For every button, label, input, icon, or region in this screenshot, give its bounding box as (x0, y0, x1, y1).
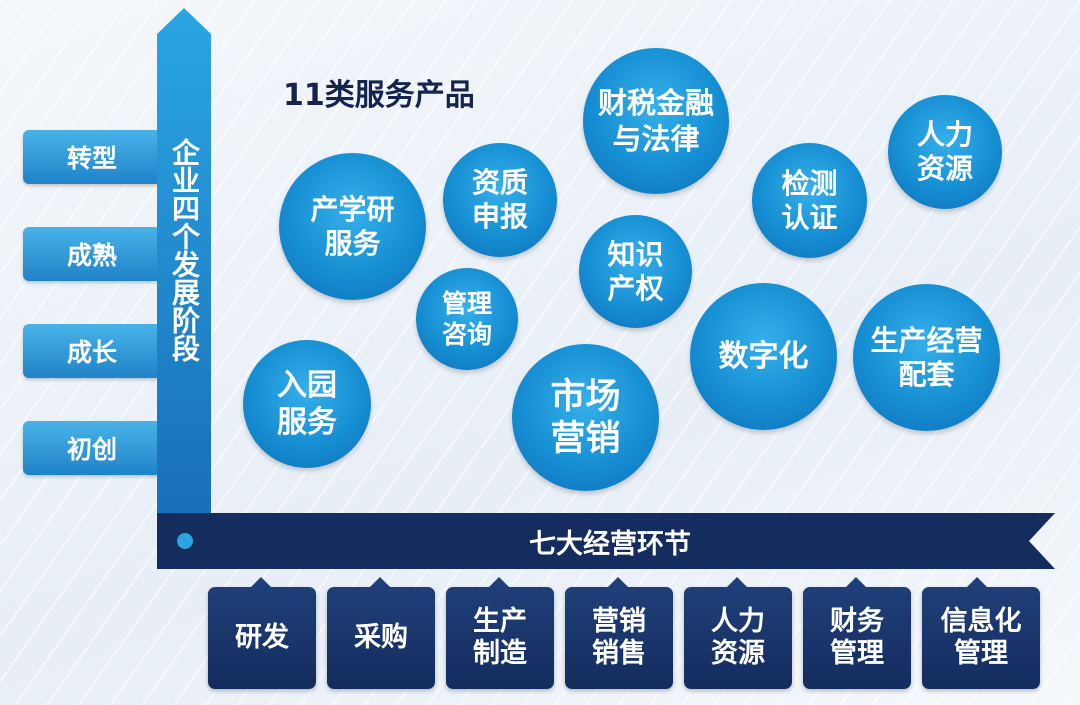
vertical-axis-label: 企业四个发展阶段 (168, 138, 201, 362)
link-notch (488, 577, 510, 588)
stage-maturity[interactable]: 成熟 (23, 227, 161, 281)
axis-dot (177, 533, 193, 549)
link-sales[interactable]: 营销 销售 (565, 587, 673, 689)
link-procurement[interactable]: 采购 (327, 587, 435, 689)
link-manufacturing[interactable]: 生产 制造 (446, 587, 554, 689)
service-digitalization[interactable]: 数字化 (690, 283, 837, 430)
link-rd[interactable]: 研发 (208, 587, 316, 689)
link-it-management[interactable]: 信息化 管理 (922, 587, 1040, 689)
link-notch (607, 577, 629, 588)
stage-startup[interactable]: 初创 (23, 421, 161, 475)
service-industry-research[interactable]: 产学研 服务 (279, 153, 426, 300)
vertical-axis-arrow (157, 8, 211, 514)
link-hr[interactable]: 人力 资源 (684, 587, 792, 689)
link-notch (369, 577, 391, 588)
service-testing-certification[interactable]: 检测 认证 (752, 143, 867, 258)
stage-growth[interactable]: 成长 (23, 324, 161, 378)
service-consulting[interactable]: 管理 咨询 (416, 268, 518, 370)
link-notch (966, 577, 988, 588)
link-finance[interactable]: 财务 管理 (803, 587, 911, 689)
service-production-support[interactable]: 生产经营 配套 (853, 284, 1000, 431)
link-notch (726, 577, 748, 588)
horizontal-axis-arrow (157, 513, 1055, 569)
horizontal-axis-label: 七大经营环节 (529, 528, 691, 560)
service-marketing[interactable]: 市场 营销 (512, 344, 659, 491)
service-finance-law[interactable]: 财税金融 与法律 (583, 48, 729, 194)
stage-transformation[interactable]: 转型 (23, 130, 161, 184)
link-notch (845, 577, 867, 588)
service-ip[interactable]: 知识 产权 (579, 215, 692, 328)
service-qualification[interactable]: 资质 申报 (443, 143, 557, 257)
service-park-entry[interactable]: 入园 服务 (243, 340, 371, 468)
service-hr[interactable]: 人力 资源 (888, 95, 1002, 209)
link-notch (250, 577, 272, 588)
page-title: 11类服务产品 (283, 78, 475, 113)
